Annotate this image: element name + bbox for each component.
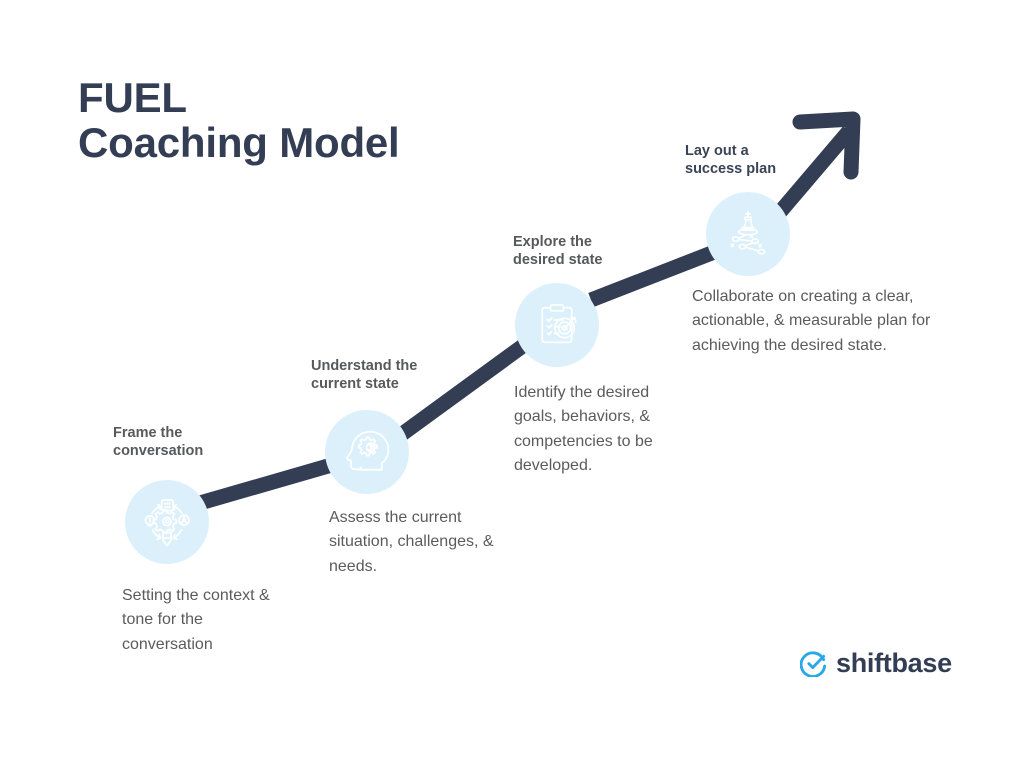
- step-icon-circle-frame: [125, 480, 209, 564]
- step-description-understand: Assess the current situation, challenges…: [329, 509, 494, 575]
- step-label-understand: Understand the current state: [311, 358, 418, 392]
- clipboard-target-icon: [541, 304, 577, 344]
- step-description-frame: Setting the context & tone for the conve…: [122, 587, 270, 653]
- step-icon-circle-understand: [325, 410, 409, 494]
- shiftbase-logo: shiftbase: [800, 650, 952, 677]
- step-icon-circle-plan: [706, 192, 790, 276]
- shiftbase-wordmark: shiftbase: [836, 648, 952, 678]
- pencil-gear-process-icon: [144, 499, 190, 547]
- page-title: FUEL Coaching Model: [78, 74, 400, 166]
- chess-strategy-icon: [730, 210, 766, 255]
- title-line-2: Coaching Model: [78, 118, 400, 166]
- title-line-1: FUEL: [78, 74, 187, 121]
- step-description-plan: Collaborate on creating a clear, actiona…: [692, 288, 931, 354]
- step-description-explore: Identify the desired goals, behaviors, &…: [514, 384, 653, 474]
- head-gear-brain-icon: [346, 430, 390, 471]
- step-icon-circle-explore: [515, 283, 599, 367]
- step-label-plan: Lay out a success plan: [685, 143, 777, 177]
- check-circle-icon: [800, 651, 827, 677]
- step-label-frame: Frame the conversation: [113, 425, 204, 459]
- connector-segment-1: [197, 456, 338, 511]
- step-label-explore: Explore the desired state: [513, 234, 603, 268]
